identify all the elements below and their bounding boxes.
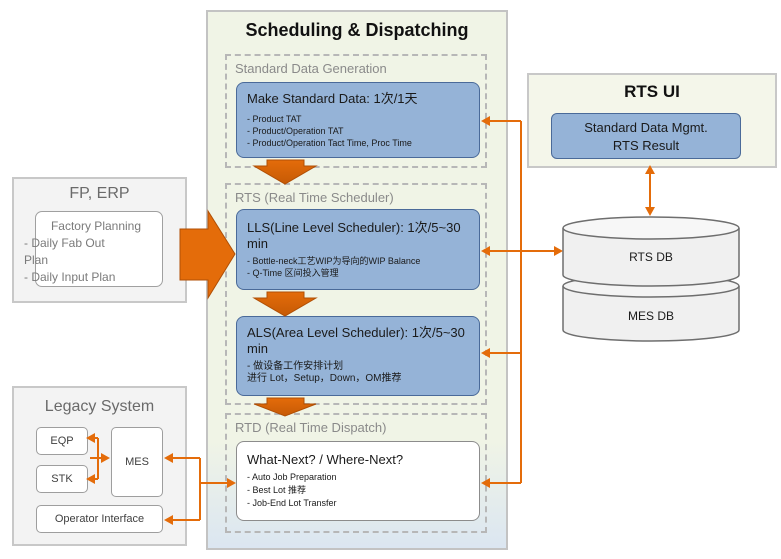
- fp-erp-title: FP, ERP: [69, 185, 130, 202]
- down-arrow-2: [252, 291, 318, 317]
- fp-erp-panel: FP, ERP Factory Planning - Daily Fab Out…: [12, 177, 187, 303]
- rts-ui-box-line-1: Standard Data Mgmt.: [584, 120, 708, 135]
- als-bullets: - 做设备工作安排计划 进行 Lot，Setup，Down，OM推荐: [247, 361, 469, 385]
- rtd-section: RTD (Real Time Dispatch): [225, 413, 487, 533]
- als-title: ALS(Area Level Scheduler): 1次/5~30 min: [247, 325, 465, 356]
- sdg-label: Standard Data Generation: [235, 61, 387, 76]
- fp-line-3: Plan: [24, 253, 49, 267]
- make-standard-data-box: Make Standard Data: 1次/1天 - Product TAT …: [236, 82, 480, 158]
- sdg-bullet-1: - Product TAT: [247, 114, 302, 124]
- rts-db-cylinder: [562, 216, 740, 287]
- make-standard-data-title: Make Standard Data: 1次/1天: [247, 91, 418, 106]
- standard-data-mgmt-box: Standard Data Mgmt. RTS Result: [551, 113, 741, 159]
- stk-box: STK: [36, 465, 88, 493]
- standard-data-generation-section: Standard Data Generation: [225, 54, 487, 168]
- operator-interface-box: Operator Interface: [36, 505, 163, 533]
- main-title: Scheduling & Dispatching: [245, 20, 469, 40]
- legacy-system-title: Legacy System: [44, 398, 155, 415]
- lls-bullets: - Bottle-neck工艺WIP为导向的WIP Balance - Q-Ti…: [247, 255, 469, 279]
- down-arrow-3: [253, 397, 317, 417]
- lls-box: LLS(Line Level Scheduler): 1次/5~30 min -…: [236, 209, 480, 290]
- sdg-bullet-2: - Product/Operation TAT: [247, 126, 344, 136]
- rts-ui-panel: RTS UI Standard Data Mgmt. RTS Result: [527, 73, 777, 168]
- lls-bullet-2: - Q-Time 区间投入管理: [247, 268, 339, 278]
- db-connector-lines: [488, 120, 651, 484]
- mes-db-label: MES DB: [627, 309, 674, 323]
- rtd-label: RTD (Real Time Dispatch): [235, 420, 387, 435]
- als-bullet-1: - 做设备工作安排计划: [247, 361, 344, 372]
- mes-legacy-box: MES: [111, 427, 163, 497]
- rtd-bullet-3: - Job-End Lot Transfer: [247, 498, 337, 508]
- connector-arrowheads: [481, 116, 655, 488]
- als-bullet-2: 进行 Lot，Setup，Down，OM推荐: [247, 373, 402, 384]
- rtd-bullet-1: - Auto Job Preparation: [247, 472, 337, 482]
- rts-label: RTS (Real Time Scheduler): [235, 190, 394, 205]
- rtd-bullets: - Auto Job Preparation - Best Lot 推荐 - J…: [247, 471, 469, 510]
- rts-db-label: RTS DB: [629, 250, 673, 264]
- lls-title: LLS(Line Level Scheduler): 1次/5~30 min: [247, 220, 461, 251]
- lls-bullet-1: - Bottle-neck工艺WIP为导向的WIP Balance: [247, 256, 421, 266]
- legacy-arrowheads: [86, 433, 236, 525]
- what-next-title: What-Next? / Where-Next?: [247, 452, 404, 467]
- factory-planning-box: Factory Planning - Daily Fab Out Plan - …: [24, 211, 163, 287]
- fp-line-4: - Daily Input Plan: [24, 270, 116, 284]
- als-box: ALS(Area Level Scheduler): 1次/5~30 min -…: [236, 316, 480, 396]
- legacy-connector-lines: [90, 437, 230, 521]
- what-next-box: What-Next? / Where-Next? - Auto Job Prep…: [236, 441, 480, 521]
- rtd-bullet-2: - Best Lot 推荐: [247, 485, 307, 495]
- eqp-box: EQP: [36, 427, 88, 455]
- fp-line-2: - Daily Fab Out: [24, 236, 105, 250]
- legacy-system-panel: Legacy System EQP STK MES Operator Inter…: [12, 386, 187, 546]
- rts-ui-title: RTS UI: [624, 82, 680, 101]
- sdg-bullet-3: - Product/Operation Tact Time, Proc Time: [247, 138, 412, 148]
- fp-line-1: Factory Planning: [50, 219, 142, 233]
- rts-section: RTS (Real Time Scheduler): [225, 183, 487, 405]
- fp-erp-input-arrow: [179, 209, 236, 300]
- sdg-bullets: - Product TAT - Product/Operation TAT - …: [247, 113, 469, 149]
- rts-ui-box-line-2: RTS Result: [612, 138, 680, 153]
- down-arrow-1: [252, 159, 318, 185]
